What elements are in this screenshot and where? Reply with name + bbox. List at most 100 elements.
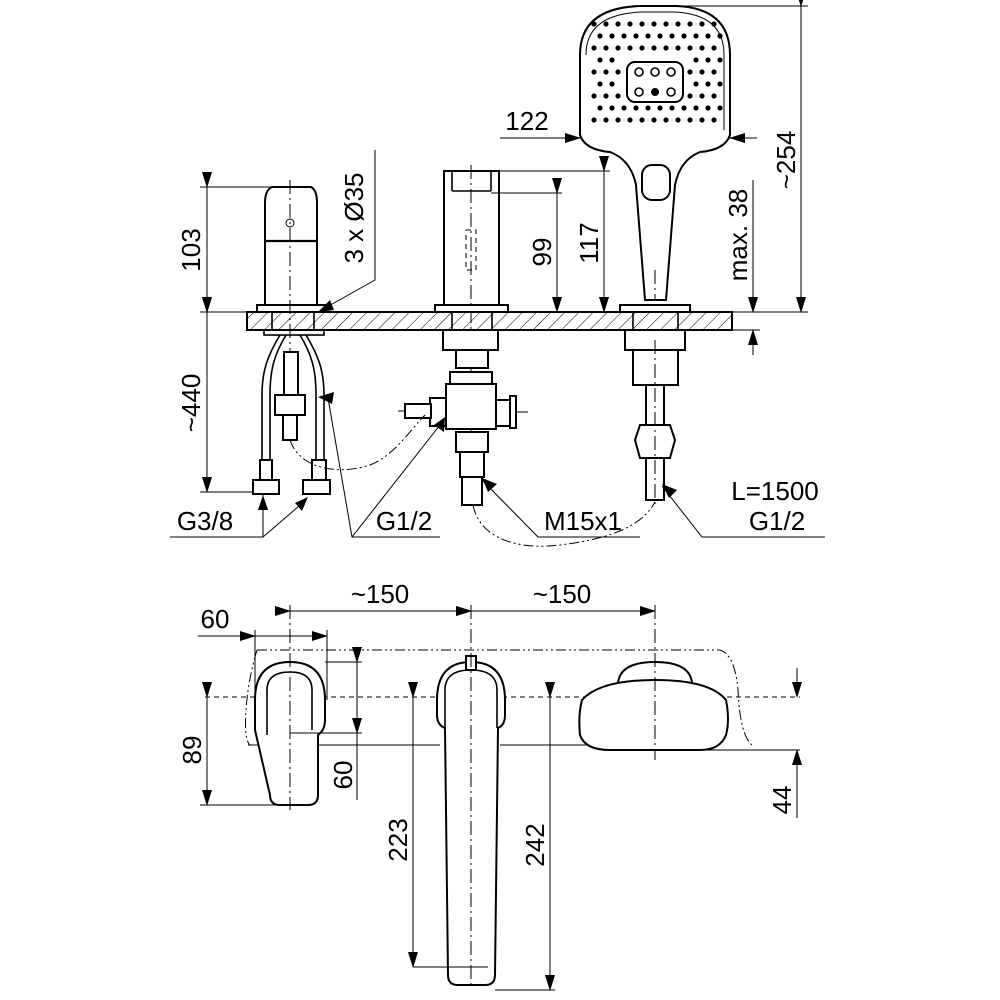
dim-max-38: max. 38 xyxy=(723,180,760,355)
spray-nozzle xyxy=(597,33,603,39)
spray-nozzle xyxy=(639,117,645,123)
dim-60-width-label: 60 xyxy=(201,604,230,634)
spray-nozzle xyxy=(687,117,693,123)
spray-nozzle xyxy=(699,93,705,99)
dim-254: ~254 xyxy=(676,0,808,313)
dim-103-label: 103 xyxy=(176,228,206,271)
spray-nozzle xyxy=(657,105,663,111)
spray-nozzle xyxy=(615,117,621,123)
spray-nozzle xyxy=(681,33,687,39)
spray-nozzle xyxy=(597,57,603,63)
dim-60-depth-label: 60 xyxy=(328,761,358,790)
spout-plan xyxy=(436,605,506,986)
spray-nozzle xyxy=(669,105,675,111)
dim-89: 89 xyxy=(177,682,280,806)
dim-max-38-label: max. 38 xyxy=(723,189,753,282)
callout-hose: L=1500 G1/2 xyxy=(661,476,825,538)
spray-nozzle xyxy=(603,21,609,27)
hole-spec-label: 3 x Ø35 xyxy=(339,172,369,263)
g12-left-label: G1/2 xyxy=(376,506,432,536)
callout-m15x1: M15x1 xyxy=(481,478,640,538)
spray-nozzle xyxy=(663,45,669,51)
spray-nozzle xyxy=(663,21,669,27)
spray-nozzle xyxy=(621,33,627,39)
hand-shower xyxy=(579,5,731,505)
spray-nozzle xyxy=(711,117,717,123)
spray-nozzle xyxy=(627,117,633,123)
spray-nozzle xyxy=(591,21,597,27)
spray-nozzle xyxy=(675,117,681,123)
callout-g12-left: G1/2 xyxy=(318,392,445,538)
spray-nozzle xyxy=(615,69,621,75)
spray-nozzle xyxy=(687,45,693,51)
spray-nozzle xyxy=(717,105,723,111)
dim-242: 242 xyxy=(495,682,555,991)
spray-nozzle xyxy=(603,69,609,75)
spray-nozzle xyxy=(591,69,597,75)
spray-nozzle xyxy=(645,33,651,39)
g12-right-label: G1/2 xyxy=(749,506,805,536)
dim-150-right: ~150 xyxy=(456,579,656,616)
dim-150-right-label: ~150 xyxy=(533,579,592,609)
spray-nozzle xyxy=(645,105,651,111)
spray-nozzle xyxy=(711,93,717,99)
spray-nozzle xyxy=(639,21,645,27)
spray-nozzle xyxy=(591,93,597,99)
dim-150-left: ~150 xyxy=(275,579,472,616)
dim-117-label: 117 xyxy=(574,222,604,263)
spray-nozzle xyxy=(657,33,663,39)
spray-nozzle xyxy=(687,21,693,27)
spray-nozzle xyxy=(711,21,717,27)
spray-nozzle xyxy=(705,57,711,63)
spray-nozzle xyxy=(591,117,597,123)
spray-nozzle xyxy=(639,45,645,51)
spray-nozzle xyxy=(693,33,699,39)
spray-nozzle xyxy=(603,45,609,51)
dim-223-label: 223 xyxy=(383,818,413,861)
dim-122-label: 122 xyxy=(505,106,548,136)
dim-60-width: 60 xyxy=(198,604,328,700)
dim-223: 223 xyxy=(383,682,488,968)
spray-nozzle xyxy=(615,45,621,51)
spray-nozzle xyxy=(711,45,717,51)
dim-254-label: ~254 xyxy=(771,131,801,190)
spray-nozzles xyxy=(591,21,723,123)
spray-nozzle xyxy=(699,117,705,123)
spray-nozzle xyxy=(693,81,699,87)
spray-nozzle xyxy=(609,81,615,87)
dim-122: 122 xyxy=(500,106,757,143)
dim-44-label: 44 xyxy=(767,786,797,815)
spray-nozzle xyxy=(693,105,699,111)
front-elevation: 103 ~440 3 x Ø35 99 117 xyxy=(170,0,825,547)
deck-plate xyxy=(246,311,733,331)
spray-nozzle xyxy=(669,33,675,39)
spray-nozzle xyxy=(627,21,633,27)
spray-nozzle xyxy=(681,105,687,111)
spray-nozzle xyxy=(675,21,681,27)
spray-nozzle xyxy=(591,45,597,51)
spray-nozzle xyxy=(609,57,615,63)
spray-nozzle xyxy=(699,45,705,51)
lever-mixer xyxy=(252,180,331,495)
spray-nozzle xyxy=(597,105,603,111)
dim-103: 103 xyxy=(176,172,272,313)
hose-length-label: L=1500 xyxy=(731,476,818,506)
g38-label: G3/8 xyxy=(177,506,233,536)
spray-nozzle xyxy=(627,45,633,51)
spray-nozzle xyxy=(705,81,711,87)
spray-nozzle xyxy=(699,21,705,27)
dim-440-label: ~440 xyxy=(176,374,206,433)
spray-nozzle xyxy=(609,33,615,39)
spray-nozzle xyxy=(717,33,723,39)
bath-spout xyxy=(398,165,528,506)
hole-spec-callout: 3 x Ø35 xyxy=(317,150,376,313)
spray-nozzle xyxy=(693,57,699,63)
spray-nozzle xyxy=(687,69,693,75)
spray-nozzle xyxy=(717,81,723,87)
dim-99-label: 99 xyxy=(527,238,557,267)
dim-44: 44 xyxy=(767,668,802,818)
spray-nozzle xyxy=(603,117,609,123)
m15x1-label: M15x1 xyxy=(544,506,622,536)
callout-g38: G3/8 xyxy=(170,495,308,538)
